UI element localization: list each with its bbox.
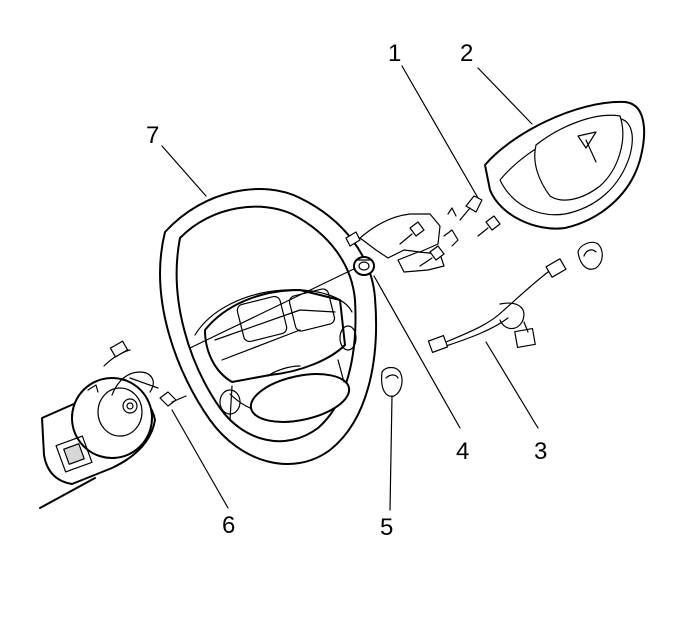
airbag-screws [399,195,501,267]
callout-1: 1 [388,40,402,67]
steering-wheel-bolt [159,391,187,407]
steering-wheel [159,188,378,465]
callout-5: 5 [380,514,394,541]
callout-6: 6 [222,512,236,539]
leader-lines [161,65,539,511]
horn-contact [381,366,403,397]
airbag-module [484,100,646,230]
callout-4: 4 [456,438,470,465]
callout-7: 7 [146,122,160,149]
callout-2: 2 [460,40,474,67]
steering-wheel-nut [353,256,375,276]
steering-column [39,340,159,509]
callout-3: 3 [534,438,548,465]
horn-switch-cap [577,241,603,270]
wiring-harness [427,258,567,353]
